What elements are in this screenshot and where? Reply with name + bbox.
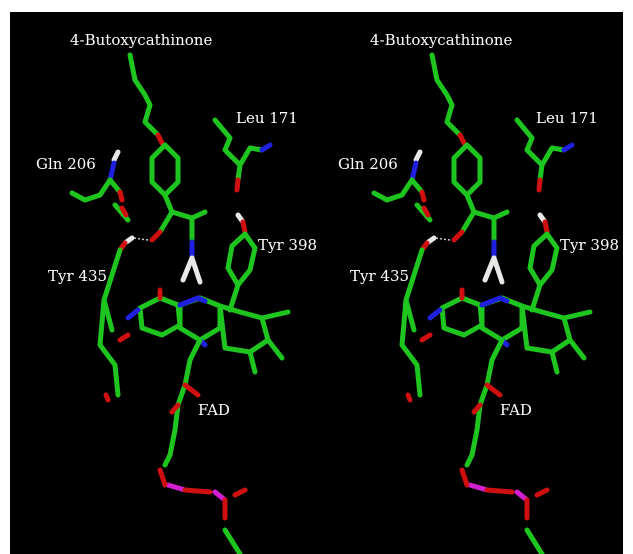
ligand-label-right: 4-Butoxycathinone bbox=[370, 31, 513, 49]
tyr435-label-left: Tyr 435 bbox=[48, 267, 108, 285]
fad-label-left: FAD bbox=[198, 401, 230, 419]
gln206-label-right: Gln 206 bbox=[338, 155, 398, 173]
hbond-left bbox=[132, 237, 149, 241]
tyr435-label-right: Tyr 435 bbox=[350, 267, 410, 285]
tyr398-label-right: Tyr 398 bbox=[560, 236, 620, 254]
black-background bbox=[10, 12, 623, 554]
tyr398-label-left: Tyr 398 bbox=[258, 236, 318, 254]
right-stereo-view bbox=[374, 55, 590, 554]
fad-label-right: FAD bbox=[500, 401, 532, 419]
left-stereo-view bbox=[72, 55, 288, 554]
ligand-label-left: 4-Butoxycathinone bbox=[70, 31, 213, 49]
gln206-label-left: Gln 206 bbox=[36, 155, 96, 173]
leu171-label-left: Leu 171 bbox=[236, 109, 298, 127]
leu171-label-right: Leu 171 bbox=[536, 109, 598, 127]
hbond-right bbox=[434, 237, 451, 241]
